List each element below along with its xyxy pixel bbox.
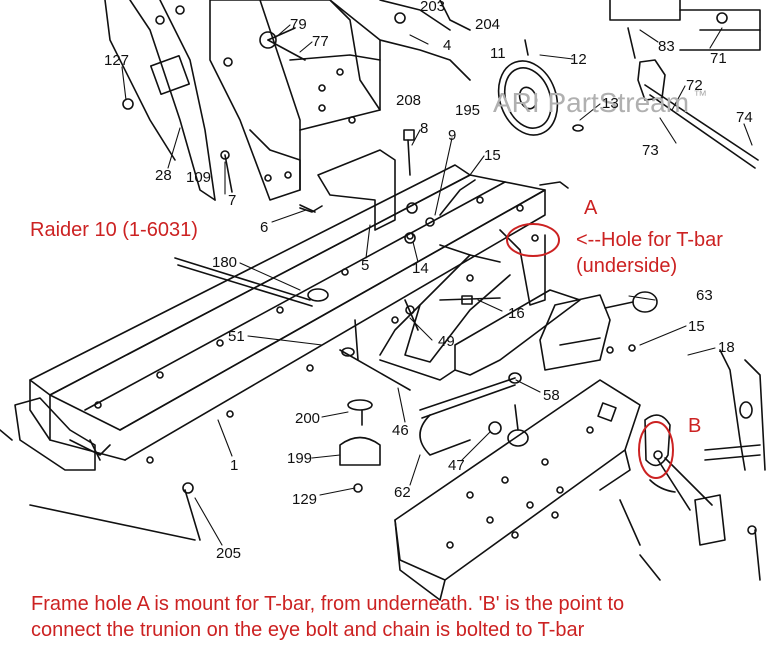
pedal-linkage — [339, 229, 581, 456]
part-number: 77 — [312, 33, 329, 50]
label-a: A — [584, 197, 598, 219]
part-number: 72 — [686, 77, 703, 94]
part-number: 127 — [104, 52, 129, 69]
part-number: 208 — [396, 92, 421, 109]
hole-note-line1: <--Hole for T-bar — [576, 229, 723, 251]
part-number: 203 — [420, 0, 445, 15]
part-number: 12 — [570, 51, 587, 68]
part-number: 205 — [216, 545, 241, 562]
part-number: 18 — [718, 339, 735, 356]
part-number: 73 — [642, 142, 659, 159]
part-number: 204 — [475, 16, 500, 33]
model-label: Raider 10 (1-6031) — [30, 219, 198, 241]
small-parts — [0, 319, 381, 541]
caption-line1: Frame hole A is mount for T-bar, from un… — [31, 593, 625, 615]
hole-note-line2: (underside) — [576, 255, 678, 277]
part-number: 9 — [448, 127, 456, 144]
part-number: 129 — [292, 491, 317, 508]
steering-arm — [619, 349, 766, 581]
part-number: 79 — [290, 16, 307, 33]
part-number: 109 — [186, 169, 211, 186]
part-number: 195 — [455, 102, 480, 119]
part-number: 46 — [392, 422, 409, 439]
part-number: 8 — [420, 120, 428, 137]
part-number: 1 — [230, 457, 238, 474]
part-number: 180 — [212, 254, 237, 271]
steering-linkage — [609, 0, 761, 169]
part-number: 62 — [394, 484, 411, 501]
seat-bracket — [299, 129, 476, 244]
upper-body-assembly — [104, 0, 471, 213]
part-number: 83 — [658, 38, 675, 55]
main-frame — [14, 164, 569, 471]
part-number: 15 — [484, 147, 501, 164]
part-number: 15 — [688, 318, 705, 335]
part-number: 74 — [736, 109, 753, 126]
part-number: 199 — [287, 450, 312, 467]
pulley-assembly — [497, 39, 584, 136]
label-b: B — [688, 415, 702, 437]
right-bracket — [539, 291, 658, 371]
part-number: 11 — [490, 45, 506, 62]
part-number: 14 — [412, 260, 429, 277]
point-b-circle — [638, 421, 674, 479]
part-number: 51 — [228, 328, 245, 345]
caption-line2: connect the trunion on the eye bolt and … — [31, 619, 585, 641]
part-number: 49 — [438, 333, 455, 350]
part-number: 58 — [543, 387, 560, 404]
footplate — [394, 379, 641, 601]
part-number: 200 — [295, 410, 320, 427]
leader-lines — [121, 24, 753, 546]
part-number: 16 — [508, 305, 525, 322]
part-labels: 127 79 77 203 204 4 11 12 83 71 72 13 74… — [104, 0, 753, 562]
part-number: 28 — [155, 167, 172, 184]
part-number: 13 — [602, 95, 619, 112]
part-number: 4 — [443, 37, 451, 54]
part-number: 7 — [228, 192, 236, 209]
part-number: 71 — [710, 50, 727, 67]
part-number: 63 — [696, 287, 713, 304]
part-number: 5 — [361, 257, 369, 274]
part-number: 6 — [260, 219, 268, 236]
part-number: 47 — [448, 457, 465, 474]
hole-a-circle — [506, 223, 560, 257]
